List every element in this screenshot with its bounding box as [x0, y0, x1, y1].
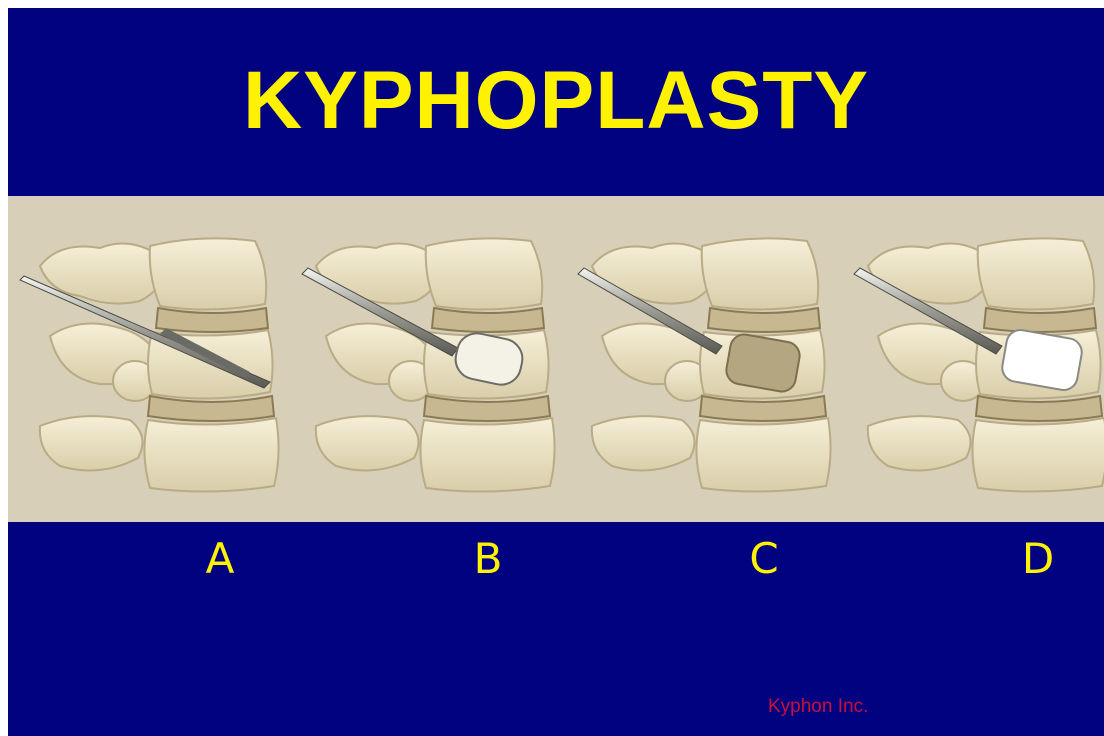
- step-c-illustration: [578, 238, 831, 491]
- illustration-band: [8, 196, 1104, 522]
- credit-text: Kyphon Inc.: [768, 696, 868, 718]
- step-label-a: A: [180, 534, 260, 584]
- kyphoplasty-slide: KYPHOPLASTY: [8, 8, 1104, 736]
- step-a-illustration: [20, 238, 279, 491]
- step-d-illustration: [854, 238, 1104, 491]
- step-b-illustration: [302, 238, 555, 491]
- step-label-b: B: [448, 534, 528, 584]
- step-label-d: D: [998, 534, 1078, 584]
- step-label-c: C: [724, 534, 804, 584]
- spine-illustrations: [8, 196, 1104, 522]
- slide-title: KYPHOPLASTY: [8, 56, 1104, 146]
